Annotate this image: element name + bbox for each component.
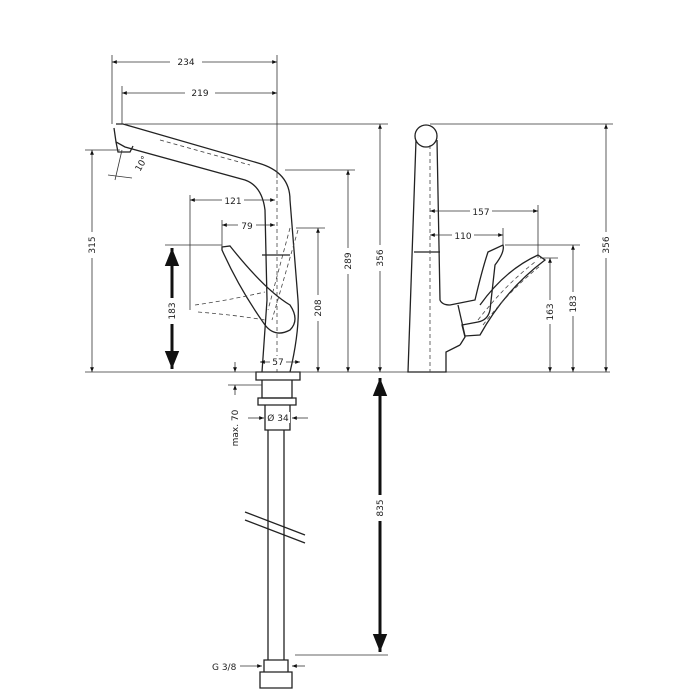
dim-234: 234 bbox=[177, 58, 194, 68]
dim-183-front: 183 bbox=[168, 302, 178, 319]
dim-g38: G 3/8 bbox=[212, 663, 237, 673]
dim-219: 219 bbox=[191, 89, 208, 99]
dim-max-70: max. 70 bbox=[231, 409, 241, 446]
dim-208: 208 bbox=[314, 299, 324, 316]
side-dimensions: 157 110 163 183 356 bbox=[430, 123, 613, 372]
dim-157: 157 bbox=[472, 208, 489, 218]
dim-356-side: 356 bbox=[602, 236, 612, 253]
dim-183-side: 183 bbox=[569, 295, 579, 312]
side-view-faucet bbox=[407, 124, 547, 373]
dim-356-front: 356 bbox=[376, 249, 386, 266]
front-dimensions: 234 219 10° 121 79 315 183 208 289 bbox=[85, 55, 610, 673]
dim-289: 289 bbox=[344, 252, 354, 269]
dim-angle: 10° bbox=[134, 155, 151, 174]
dim-163: 163 bbox=[546, 303, 556, 320]
dim-57: 57 bbox=[272, 358, 283, 368]
dim-835: 835 bbox=[376, 499, 386, 516]
dim-diameter-34: Ø 34 bbox=[267, 413, 289, 424]
dim-315: 315 bbox=[88, 236, 98, 253]
front-view-faucet bbox=[113, 123, 306, 689]
dim-79: 79 bbox=[241, 222, 253, 232]
dim-121: 121 bbox=[224, 197, 241, 207]
dim-110: 110 bbox=[454, 232, 471, 242]
